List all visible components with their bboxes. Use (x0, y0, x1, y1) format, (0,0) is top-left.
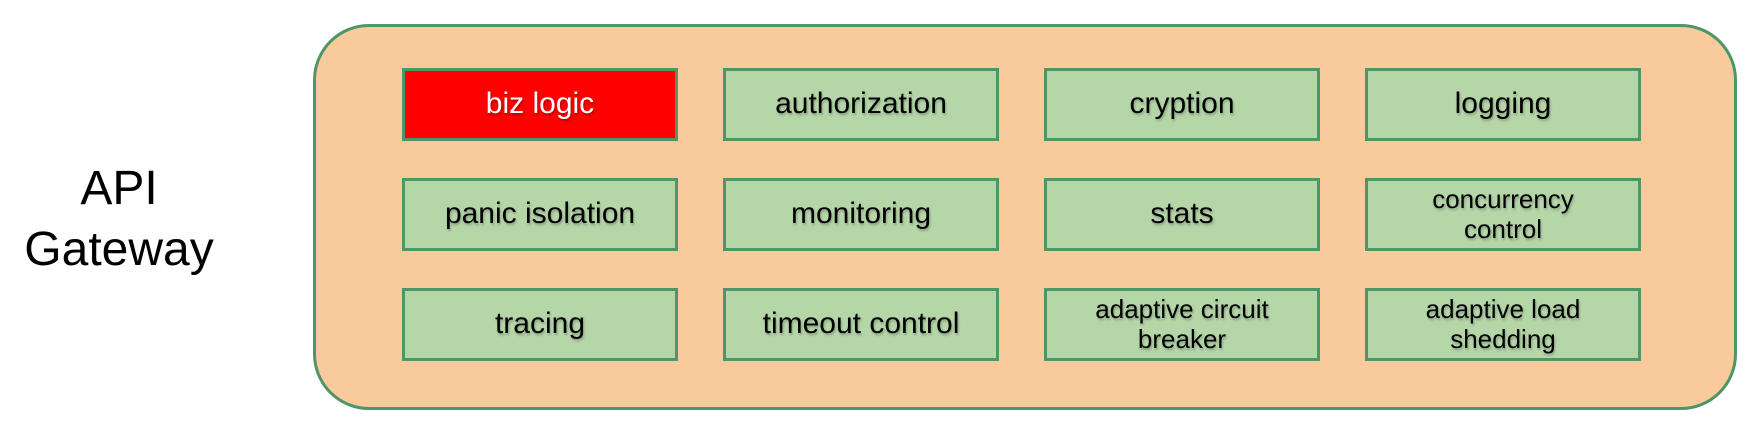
feature-box-label: adaptive load shedding (1425, 293, 1581, 354)
feature-grid: biz logic authorization cryption logging pan… (402, 68, 1641, 361)
feature-box-label: biz logic (485, 87, 595, 121)
feature-box-biz-logic: biz logic (402, 68, 678, 141)
feature-box-tracing: tracing (402, 288, 678, 361)
feature-box-stats: stats (1044, 178, 1320, 251)
feature-box-timeout-control: timeout control (723, 288, 999, 361)
feature-box-adaptive-circuit-breaker: adaptive circuit breaker (1044, 288, 1320, 361)
feature-box-concurrency-control: concurrency control (1365, 178, 1641, 251)
api-gateway-container: biz logic authorization cryption logging pan… (313, 24, 1737, 410)
feature-box-logging: logging (1365, 68, 1641, 141)
api-gateway-label: API Gateway (24, 162, 214, 277)
feature-box-label: monitoring (790, 197, 932, 231)
feature-box-authorization: authorization (723, 68, 999, 141)
feature-box-label: adaptive circuit breaker (1095, 293, 1269, 354)
feature-box-label: timeout control (762, 307, 960, 341)
feature-box-adaptive-load-shedding: adaptive load shedding (1365, 288, 1641, 361)
feature-box-label: cryption (1129, 87, 1235, 121)
feature-box-panic-isolation: panic isolation (402, 178, 678, 251)
feature-box-label: panic isolation (444, 197, 636, 231)
feature-box-monitoring: monitoring (723, 178, 999, 251)
feature-box-label: logging (1454, 87, 1552, 121)
feature-box-cryption: cryption (1044, 68, 1320, 141)
feature-box-label: concurrency control (1432, 183, 1574, 244)
feature-box-label: authorization (775, 87, 947, 121)
feature-box-label: tracing (494, 307, 586, 341)
feature-box-label: stats (1150, 197, 1214, 231)
